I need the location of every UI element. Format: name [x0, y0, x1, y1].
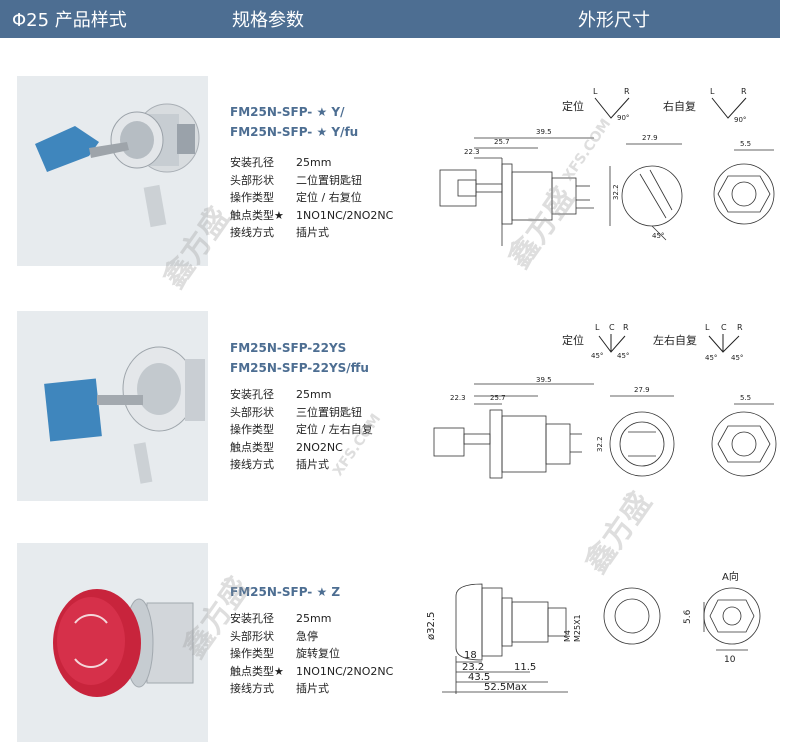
- svg-text:25.7: 25.7: [490, 394, 506, 402]
- svg-text:L: L: [593, 87, 598, 96]
- model-name-3: FM25N-SFP- ★ Z: [230, 585, 341, 599]
- svg-text:5.6: 5.6: [683, 609, 693, 624]
- model-name-2: FM25N-SFP-22YS FM25N-SFP-22YS/ffu: [230, 341, 369, 375]
- svg-text:22.3: 22.3: [450, 394, 466, 402]
- key-position-diagram-1: 定位 L R 90° 右自复 L R 90°: [562, 87, 747, 124]
- svg-text:90°: 90°: [734, 116, 746, 124]
- svg-text:32.2: 32.2: [612, 184, 620, 200]
- svg-text:39.5: 39.5: [536, 376, 552, 384]
- svg-text:39.5: 39.5: [536, 128, 552, 136]
- svg-text:R: R: [737, 323, 743, 332]
- svg-text:A向: A向: [722, 570, 739, 583]
- svg-text:M4: M4: [563, 630, 572, 642]
- svg-text:27.9: 27.9: [642, 134, 658, 142]
- svg-text:32.2: 32.2: [596, 436, 604, 452]
- svg-text:C: C: [721, 323, 727, 332]
- watermark-brand-4: 鑫方盛: [578, 485, 659, 580]
- svg-text:18: 18: [464, 650, 477, 661]
- dimension-drawing-3: ø32.5 18 23.2 11.5 43.5 52.5Max M25X1 M4…: [426, 570, 761, 694]
- svg-text:45°: 45°: [652, 232, 664, 240]
- svg-text:L: L: [595, 323, 600, 332]
- header-spec-params: 规格参数: [232, 10, 304, 31]
- svg-text:5.5: 5.5: [740, 394, 751, 402]
- svg-text:定位: 定位: [562, 333, 584, 347]
- header-product-style: Φ25 产品样式: [12, 10, 127, 31]
- svg-text:45°: 45°: [591, 352, 603, 360]
- dimension-drawing-1: 22.3 39.5 25.7 27.9 5.5 32.2 45°: [439, 128, 775, 246]
- svg-text:45°: 45°: [617, 352, 629, 360]
- svg-text:45°: 45°: [731, 354, 743, 362]
- header-bar: Φ25 产品样式 规格参数 外形尺寸: [0, 0, 780, 38]
- svg-text:22.3: 22.3: [464, 148, 480, 156]
- svg-text:C: C: [609, 323, 615, 332]
- product-photo-key-2pos: [17, 76, 208, 266]
- svg-text:45°: 45°: [705, 354, 717, 362]
- svg-text:左右自复: 左右自复: [653, 333, 697, 347]
- svg-text:90°: 90°: [617, 114, 629, 122]
- svg-text:L: L: [705, 323, 710, 332]
- svg-text:52.5Max: 52.5Max: [484, 682, 527, 693]
- model-name-1: FM25N-SFP- ★ Y/ FM25N-SFP- ★ Y/fu: [230, 105, 359, 139]
- svg-text:10: 10: [724, 655, 736, 665]
- svg-text:23.2: 23.2: [462, 662, 484, 673]
- product-photo-emergency-stop: [17, 543, 208, 742]
- svg-text:右自复: 右自复: [663, 99, 696, 113]
- svg-text:25.7: 25.7: [494, 138, 510, 146]
- header-dimensions: 外形尺寸: [578, 10, 650, 31]
- svg-text:L: L: [710, 87, 715, 96]
- dimension-drawing-2: 22.3 39.5 25.7 27.9 5.5 32.2: [433, 376, 777, 479]
- svg-text:M25X1: M25X1: [573, 614, 582, 642]
- svg-text:5.5: 5.5: [740, 140, 751, 148]
- svg-text:43.5: 43.5: [468, 672, 490, 683]
- key-position-diagram-2: 定位 L C R 45° 45° 左右自复 L C R 45° 45°: [562, 323, 743, 362]
- product-photo-key-3pos: [17, 311, 208, 501]
- svg-text:27.9: 27.9: [634, 386, 650, 394]
- svg-text:R: R: [624, 87, 630, 96]
- svg-text:R: R: [741, 87, 747, 96]
- svg-text:R: R: [623, 323, 629, 332]
- svg-text:11.5: 11.5: [514, 662, 536, 673]
- svg-text:定位: 定位: [562, 99, 584, 113]
- svg-text:ø32.5: ø32.5: [426, 612, 437, 640]
